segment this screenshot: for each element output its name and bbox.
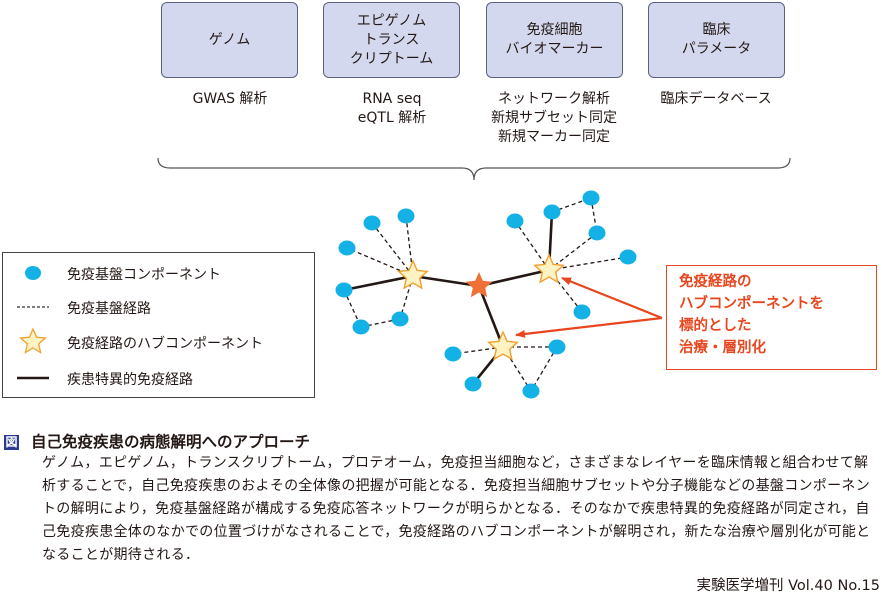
disease-specific-pathway-edge — [477, 285, 505, 348]
immune-component-node — [548, 339, 566, 355]
arrow-to-bottom-hub — [515, 316, 663, 338]
immune-component-node — [444, 346, 462, 362]
immune-component-node — [352, 319, 370, 335]
immune-component-node — [619, 249, 637, 265]
immune-base-pathway-edge — [548, 232, 598, 271]
methods-epigenome: RNA seq eQTL 解析 — [357, 91, 427, 126]
legend-label-dashed: 免疫基盤経路 — [67, 301, 151, 317]
immune-component-node — [588, 225, 606, 241]
immune-component-node — [573, 304, 591, 320]
central-star-icon — [465, 272, 493, 298]
network-diagram — [157, 157, 791, 399]
disease-specific-pathway-edge — [343, 274, 414, 292]
caption-title-text: 自己免疫疾患の病態解明へのアプローチ — [31, 433, 311, 451]
figure-mark: 図 — [4, 435, 19, 450]
caption-body: ゲノム，エピゲノム，トランスクリプトーム，プロテオーム，免疫担当細胞など，さまざ… — [42, 455, 871, 563]
legend-label-node: 免疫基盤コンポーネント — [67, 267, 221, 283]
arrow-to-right-hub — [561, 276, 663, 320]
hub-component-star-icon — [397, 259, 429, 290]
layer-box-epigenome: エピゲノム トランス クリプトーム — [323, 2, 460, 78]
legend-star-icon — [19, 327, 47, 354]
immune-component-node — [363, 215, 381, 231]
immune-component-node — [506, 213, 524, 229]
callout-box: 免疫経路の ハブコンポーネントを 標的とした 治療・層別化 — [666, 265, 877, 370]
disease-specific-pathway-edge — [412, 274, 480, 288]
immune-base-pathway-edge — [346, 247, 414, 277]
immune-component-node — [582, 190, 600, 206]
layer-box-genome: ゲノム — [161, 2, 298, 78]
disease-specific-pathway-edge — [478, 268, 550, 288]
caption-title: 図自己免疫疾患の病態解明へのアプローチ — [4, 430, 310, 452]
legend: 免疫基盤コンポーネント 免疫基盤経路 免疫経路のハブコンポーネント 疾患特異的免… — [2, 252, 315, 398]
hub-component-star-icon — [487, 330, 519, 361]
immune-component-node — [397, 208, 415, 224]
methods-immune-cells: ネットワーク解析 新規サブセット同定 新規マーカー同定 — [491, 91, 617, 145]
callout-arrows — [515, 276, 663, 338]
immune-component-node — [522, 383, 540, 399]
curly-brace — [157, 157, 791, 181]
layer-box-immune-cells: 免疫細胞 バイオマーカー — [486, 2, 623, 78]
immune-base-pathway-edge — [514, 220, 550, 271]
immune-component-node — [391, 311, 409, 327]
source-citation: 実験医学増刊 Vol.40 No.15 — [696, 578, 881, 594]
legend-label-hub: 免疫経路のハブコンポーネント — [67, 336, 263, 352]
immune-component-node — [335, 282, 353, 298]
methods-genome: GWAS 解析 — [192, 91, 268, 107]
immune-component-node — [543, 204, 561, 220]
network-nodes — [335, 190, 637, 399]
legend-label-solid: 疾患特異的免疫経路 — [67, 372, 193, 388]
legend-node-icon — [25, 266, 41, 280]
immune-component-node — [464, 376, 482, 392]
hub-component-star-icon — [533, 253, 565, 284]
immune-base-pathway-edge — [371, 222, 414, 277]
immune-component-node — [338, 240, 356, 256]
immune-base-pathway-edge — [530, 346, 558, 392]
immune-base-pathway-edge — [548, 256, 629, 271]
methods-clinical: 臨床データベース — [660, 91, 772, 107]
layer-box-clinical: 臨床 パラメータ — [648, 2, 785, 78]
